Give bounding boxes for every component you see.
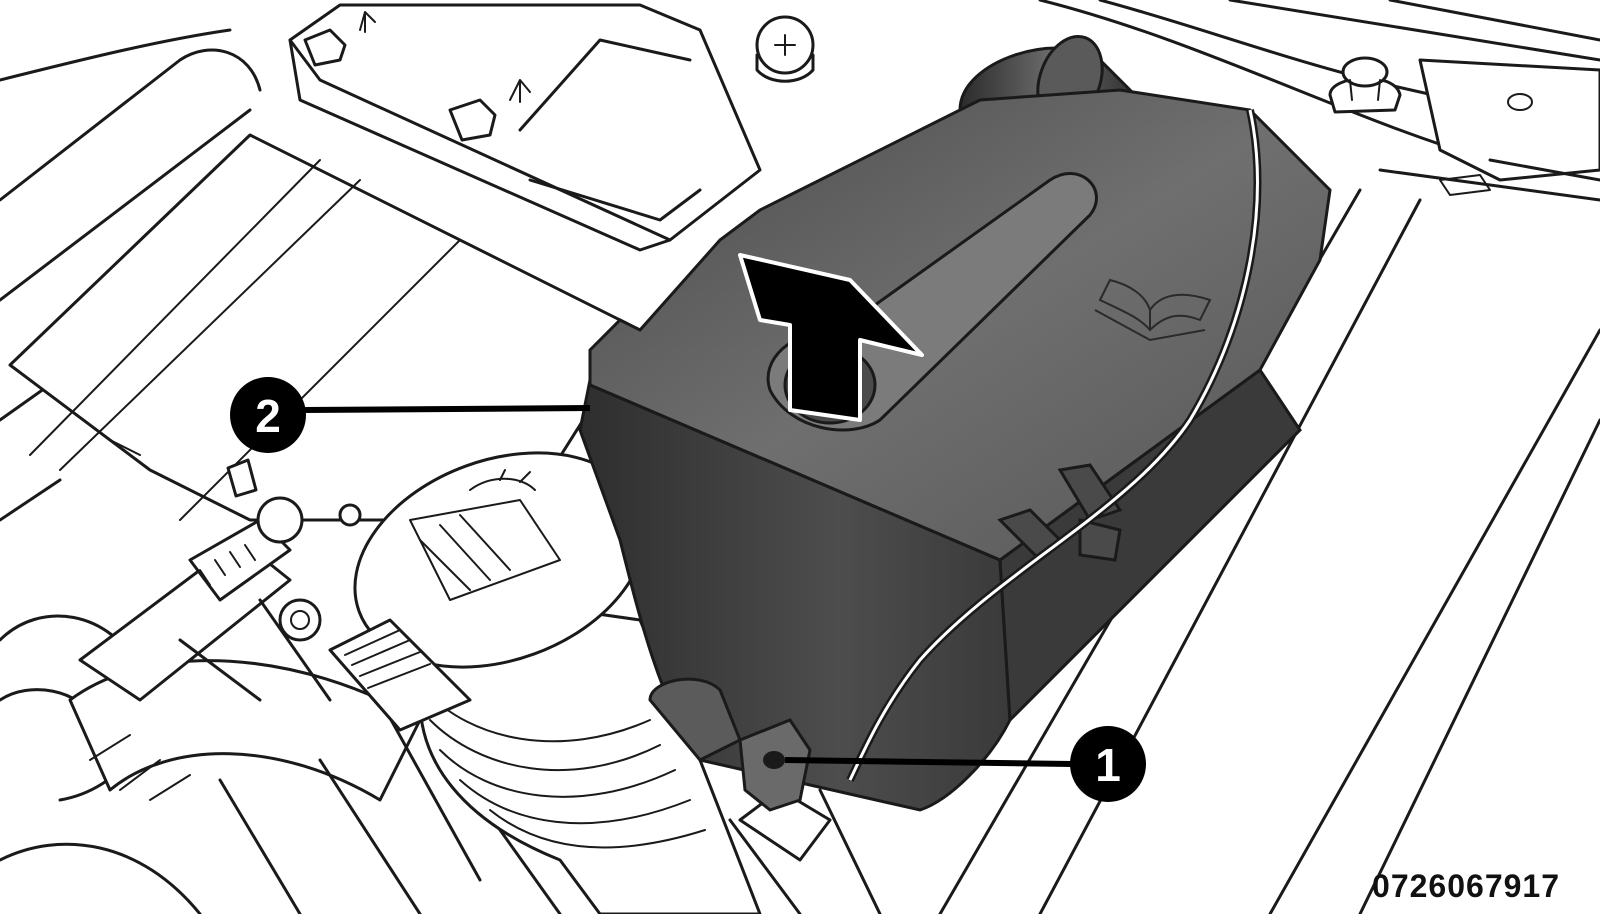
callout-1-number: 1 [1095,739,1121,791]
callout-2-number: 2 [255,390,281,442]
washer-fluid-reservoir-cap [328,451,762,914]
windshield-washer-icon [409,469,561,601]
cover-housing [578,34,1332,812]
arrow-up-icon [738,253,924,422]
book-icon [1094,278,1212,342]
callout-2: 2 [230,377,591,453]
mounting-bolt [738,718,812,812]
figure-id-label: 0726067917 [1372,868,1560,904]
callout-1: 1 [784,726,1146,802]
